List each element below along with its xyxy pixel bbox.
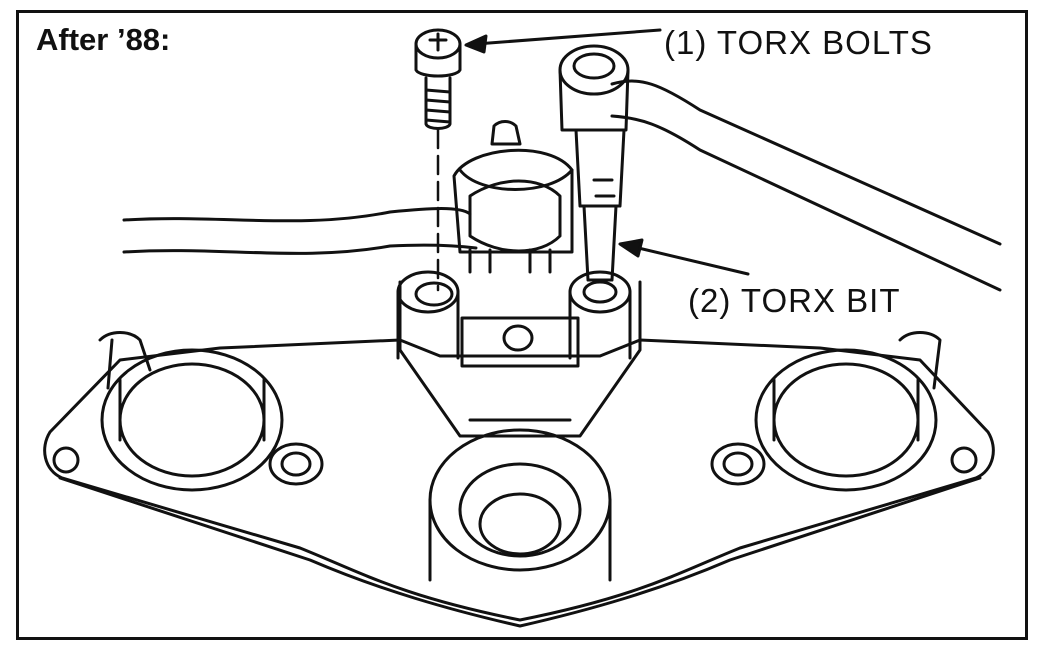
handlebar-mount-block [398,280,642,438]
steering-stem-boss [428,428,612,582]
callout-torx-bit: (2) TORX BIT [688,282,901,320]
callout-number: (1) [664,24,708,61]
callout-arrow-1 [474,28,662,46]
triple-clamp-lower-edge [58,476,982,628]
torx-bolt [414,28,462,130]
right-pinch-hole [950,446,978,474]
ratchet-and-torx-bit [558,44,1002,292]
figure-frame [16,10,1028,640]
callout-number: (2) [688,282,732,319]
callout-torx-bolts: (1) TORX BOLTS [664,24,933,62]
triple-clamp-body [43,338,995,622]
callout-arrow-2 [628,244,750,276]
callout-text: TORX BOLTS [716,24,933,61]
right-fork-clamp [754,331,942,492]
key-switch-housing [452,120,574,274]
right-bolt-bore [568,270,632,314]
callout-text: TORX BIT [740,282,901,319]
left-fork-clamp [98,331,284,492]
wire-harness [122,179,562,255]
figure-title: After ’88: [36,22,171,57]
left-bolt-bore [396,270,460,314]
left-pinch-hole [52,446,80,474]
